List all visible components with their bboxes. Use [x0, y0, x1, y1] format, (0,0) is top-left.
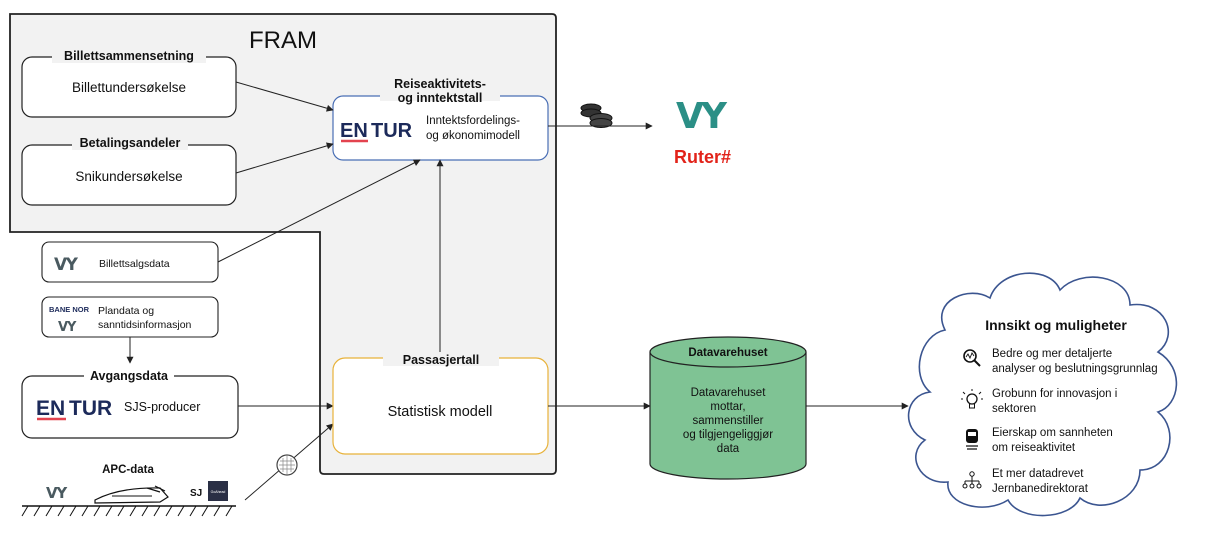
betalingsandeler-body: Snikundersøkelse: [75, 169, 182, 184]
magnifier-chart-icon: [963, 349, 981, 367]
billettsalgsdata-vy-logo: VY: [54, 255, 79, 275]
reiseaktivitet-body-line2: og økonomimodell: [426, 130, 520, 142]
billettsammensetning-body: Billettundersøkelse: [72, 80, 186, 95]
innsikt-item2-line1: Grobunn for innovasjon i: [992, 388, 1117, 400]
passasjertall-body: Statistisk modell: [388, 404, 493, 420]
train-track-icon: [21, 485, 236, 517]
innsikt-item2-line2: sektoren: [992, 403, 1036, 415]
apc-sj-logo: SJ: [190, 488, 202, 499]
network-icon: [962, 471, 982, 489]
coins-icon: [580, 103, 613, 128]
passasjertall-header: Passasjertall: [403, 353, 479, 367]
goahead-logo: [208, 481, 228, 501]
innsikt-item1-line2: analyser og beslutningsgrunnlag: [992, 363, 1158, 375]
arrow-billett-to-entur: [235, 81, 334, 112]
reiseaktivitet-header-line2: og inntektstall: [398, 91, 483, 105]
datavarehuset-body-line2: mottar,: [710, 401, 745, 413]
datavarehuset-body-line1: Datavarehuset: [691, 387, 767, 399]
datavarehuset-body-line3: sammenstiller: [693, 415, 764, 427]
banenor-logo: BANE NOR: [49, 305, 90, 314]
reiseaktivitet-header-line1: Reiseaktivitets-: [394, 77, 486, 91]
entur-logo-en: EN: [340, 120, 368, 142]
svg-text:GoAhead: GoAhead: [211, 490, 226, 494]
innsikt-item4-line1: Et mer datadrevet: [992, 468, 1084, 480]
fram-title: FRAM: [249, 27, 317, 54]
avgangsdata-entur-en: EN: [36, 397, 65, 420]
vy-logo-top: VY: [676, 96, 728, 137]
billettsalgsdata-label: Billettsalgsdata: [99, 258, 170, 270]
innsikt-item3-line2: om reiseaktivitet: [992, 442, 1076, 454]
avgangsdata-header: Avgangsdata: [90, 369, 169, 383]
datavarehuset-body-line4: og tilgjengeliggjør: [683, 429, 773, 441]
plandata-line2: sanntidsinformasjon: [98, 319, 192, 331]
betalingsandeler-header: Betalingsandeler: [80, 136, 181, 150]
innsikt-cloud: [907, 272, 1178, 517]
arrow-betaling-to-entur: [235, 142, 334, 174]
avgangsdata-label: SJS-producer: [124, 400, 200, 414]
lightbulb-icon: [961, 389, 983, 409]
apc-vy-logo: VY: [46, 484, 68, 502]
entur-logo-tur: TUR: [371, 120, 413, 142]
avgangsdata-entur-tur: TUR: [69, 397, 112, 420]
apc-header: APC-data: [102, 464, 154, 476]
innsikt-item4-line2: Jernbanedirektorat: [992, 483, 1089, 495]
billettsalgsdata-box[interactable]: [41, 241, 219, 283]
innsikt-title: Innsikt og muligheter: [985, 317, 1127, 333]
datavarehuset-cylinder[interactable]: [649, 336, 807, 480]
ruter-logo: Ruter#: [674, 147, 731, 167]
billettsammensetning-header: Billettsammensetning: [64, 49, 194, 63]
datavarehuset-body-line5: data: [717, 443, 740, 455]
train-icon: [966, 429, 978, 450]
plandata-line1: Plandata og: [98, 305, 154, 317]
innsikt-item3-line1: Eierskap om sannheten: [992, 427, 1113, 439]
datavarehuset-header: Datavarehuset: [688, 347, 767, 359]
innsikt-item1-line1: Bedre og mer detaljerte: [992, 348, 1112, 360]
reiseaktivitet-body-line1: Inntektsfordelings-: [426, 115, 520, 127]
arrow-billettsalg-to-entur: [217, 159, 421, 263]
plandata-vy-logo: VY: [58, 320, 77, 335]
